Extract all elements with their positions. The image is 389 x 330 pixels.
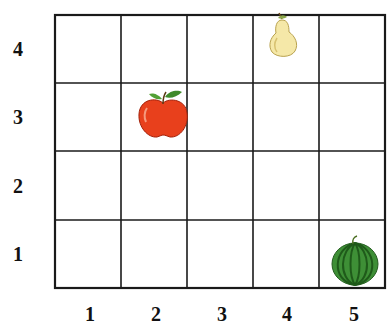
watermelon-icon (332, 236, 378, 285)
column-number: 2 (151, 304, 161, 324)
row-number: 3 (13, 107, 23, 127)
pear-icon (270, 13, 297, 56)
row-number: 4 (13, 39, 23, 59)
row-number: 1 (13, 244, 23, 264)
row-number: 2 (13, 176, 23, 196)
column-number: 1 (85, 304, 95, 324)
apple-icon (139, 91, 187, 137)
column-number: 5 (349, 304, 359, 324)
column-number: 4 (282, 304, 292, 324)
column-number: 3 (217, 304, 227, 324)
